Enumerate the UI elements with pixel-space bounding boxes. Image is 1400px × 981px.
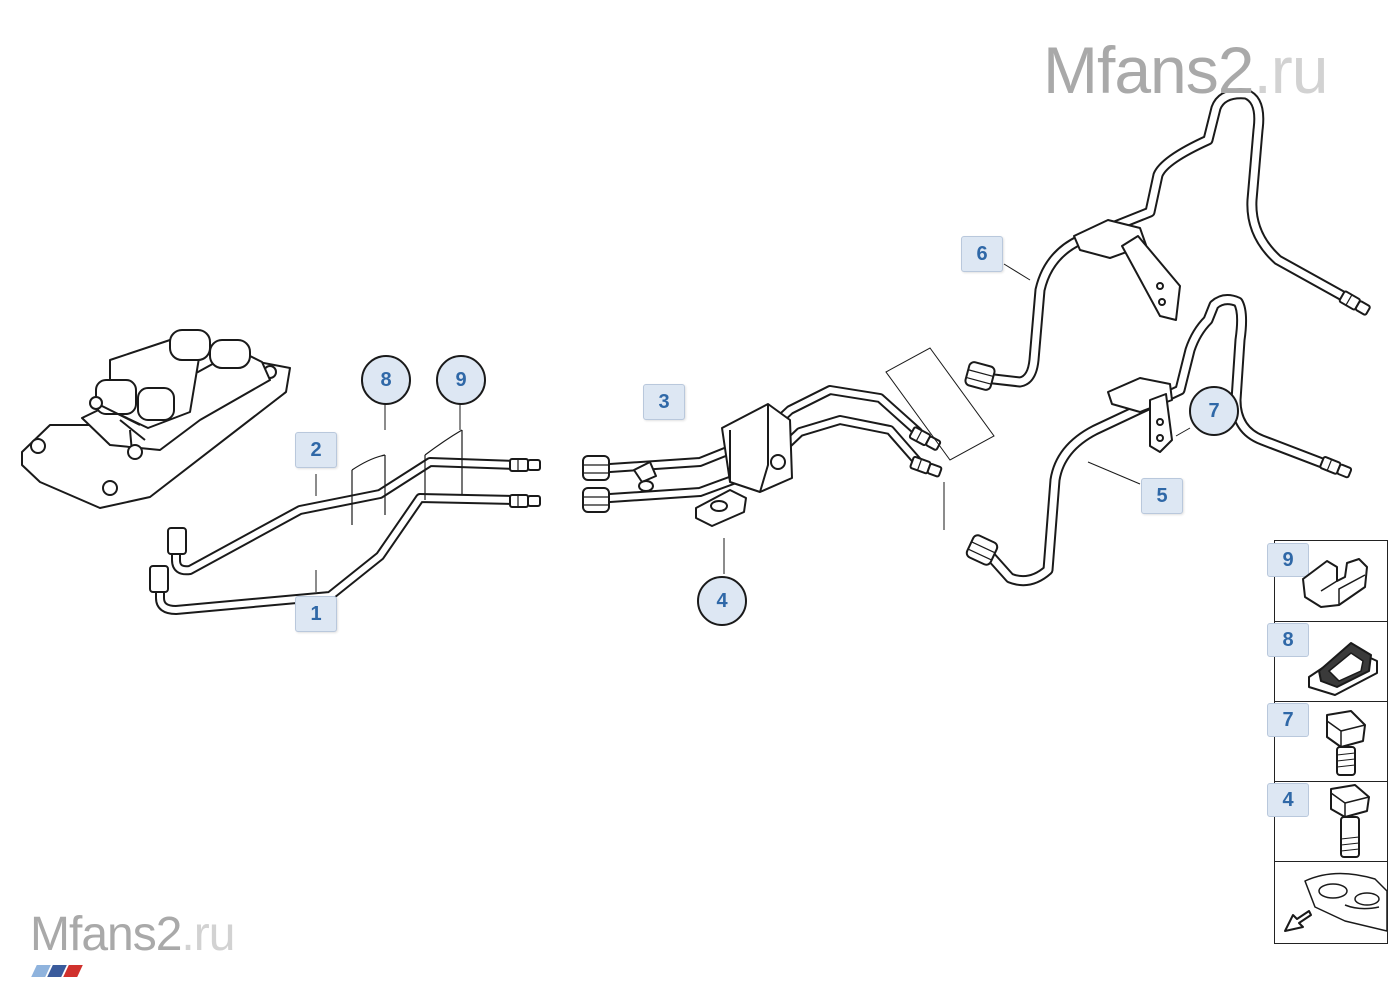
hex-bolt-short-icon bbox=[1326, 710, 1366, 776]
parts-legend-panel: 9 8 7 4 bbox=[1267, 540, 1388, 944]
pipe-3-mount bbox=[633, 403, 793, 527]
connection-frame bbox=[885, 347, 995, 461]
legend-item-8[interactable]: 8 bbox=[1267, 621, 1387, 702]
callout-part-4[interactable]: 4 bbox=[697, 576, 747, 626]
watermark-tld: .ru bbox=[181, 908, 235, 961]
callout-part-6[interactable]: 6 bbox=[961, 236, 1003, 272]
legend-number: 7 bbox=[1267, 703, 1309, 737]
callout-part-1[interactable]: 1 bbox=[295, 596, 337, 632]
hex-bolt-long-icon bbox=[1330, 784, 1370, 858]
callout-part-8[interactable]: 8 bbox=[361, 355, 411, 405]
valve-block bbox=[21, 329, 291, 509]
callout-part-5[interactable]: 5 bbox=[1141, 478, 1183, 514]
pipe-1 bbox=[155, 493, 520, 615]
watermark-bottom: Mfans2.ru bbox=[30, 905, 235, 965]
pipe-2 bbox=[171, 457, 520, 576]
pipe-6 bbox=[979, 88, 1356, 388]
callout-part-7[interactable]: 7 bbox=[1189, 386, 1239, 436]
legend-item-vehicle-location[interactable] bbox=[1275, 861, 1387, 941]
watermark-brand: Mfans2 bbox=[30, 908, 182, 961]
callout-part-3[interactable]: 3 bbox=[643, 384, 685, 420]
pipe-clips bbox=[351, 429, 463, 525]
legend-item-9[interactable]: 9 bbox=[1267, 541, 1387, 622]
clip-icon bbox=[1302, 558, 1368, 608]
watermark-stripes bbox=[30, 965, 83, 977]
legend-item-4[interactable]: 4 bbox=[1267, 781, 1387, 862]
legend-number: 8 bbox=[1267, 623, 1309, 657]
callout-part-2[interactable]: 2 bbox=[295, 432, 337, 468]
legend-number: 4 bbox=[1267, 783, 1309, 817]
watermark-brand: Mfans2 bbox=[1043, 33, 1254, 107]
leader-lines bbox=[315, 263, 1191, 592]
legend-item-7[interactable]: 7 bbox=[1267, 701, 1387, 782]
pipe-5-6-brackets bbox=[1073, 219, 1181, 453]
watermark-top: Mfans2.ru bbox=[1043, 30, 1328, 110]
grommet-icon bbox=[1308, 642, 1378, 696]
watermark-tld: .ru bbox=[1253, 33, 1328, 107]
callout-part-9[interactable]: 9 bbox=[436, 355, 486, 405]
stripe-red bbox=[63, 965, 83, 977]
pipe-1-2-fittings bbox=[149, 458, 541, 593]
vehicle-location-icon bbox=[1284, 872, 1387, 932]
pipe-5 bbox=[979, 294, 1336, 587]
legend-number: 9 bbox=[1267, 543, 1309, 577]
pipe-3-assembly bbox=[605, 385, 923, 503]
